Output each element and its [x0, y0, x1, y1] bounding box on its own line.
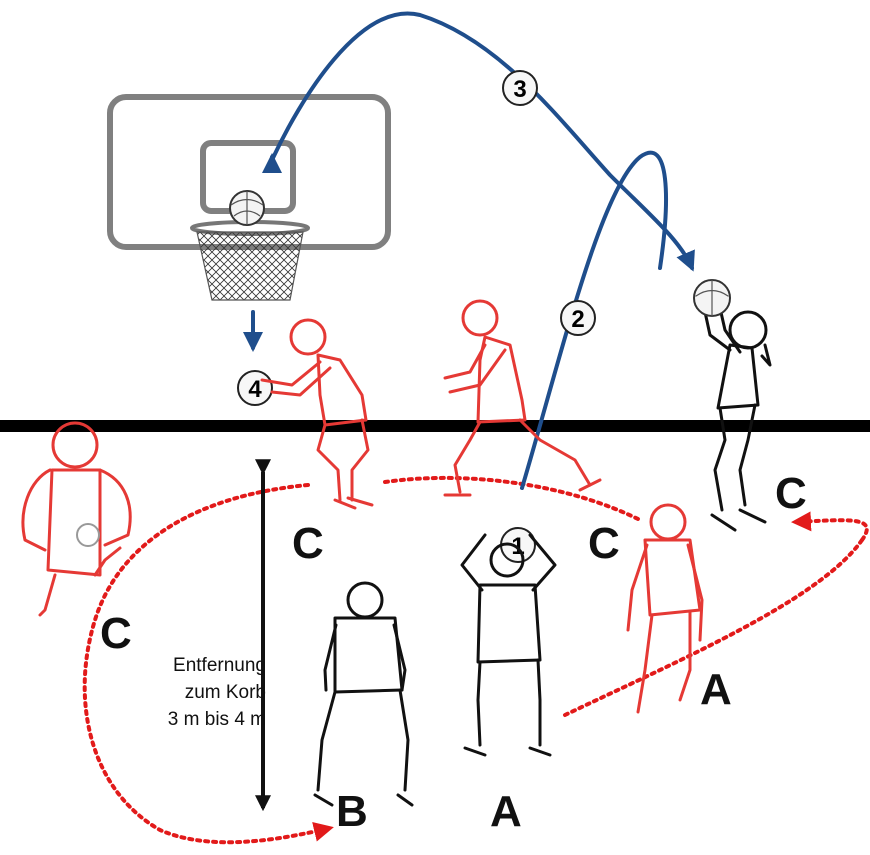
label-c-center: C [588, 519, 620, 568]
distance-note-line2: zum Korb [184, 682, 266, 703]
player-a-bottom [460, 533, 557, 757]
ball-in-hoop [229, 190, 265, 226]
distance-note-line1: Entfernung [173, 655, 266, 676]
pass-arrow-2 [520, 150, 668, 490]
label-c-left: C [100, 609, 132, 658]
player-c-left [21, 421, 132, 617]
label-c-mid: C [292, 519, 324, 568]
player-a-right [626, 503, 704, 714]
distance-note-line3: 3 m bis 4 m [167, 709, 266, 730]
player-c-shooter [693, 279, 772, 532]
basketball-hoop [107, 94, 391, 301]
pass-arrows [243, 11, 695, 490]
svg-text:2: 2 [571, 306, 584, 333]
player-b [313, 581, 414, 807]
run-paths [82, 475, 869, 845]
step-badge-4: 4 [237, 370, 273, 406]
label-a-right: A [700, 665, 732, 714]
label-a-bottom: A [490, 787, 522, 836]
svg-text:4: 4 [248, 376, 262, 403]
distance-note: Entfernung zum Korb 3 m bis 4 m [126, 652, 266, 733]
run-path-left [82, 483, 334, 845]
pass-arrow-3 [270, 11, 695, 272]
run-path-right-hook [791, 511, 869, 542]
run-path-top [383, 475, 642, 522]
player-c-mid [260, 318, 374, 510]
player-c-center [443, 299, 602, 497]
label-c-right: C [775, 469, 807, 518]
step-badge-3: 3 [502, 70, 538, 106]
run-path-right [563, 538, 864, 717]
svg-text:3: 3 [513, 76, 526, 103]
hoop-net [196, 231, 304, 301]
court-line [0, 420, 870, 432]
step-badge-2: 2 [560, 300, 596, 336]
label-b: B [336, 787, 368, 836]
